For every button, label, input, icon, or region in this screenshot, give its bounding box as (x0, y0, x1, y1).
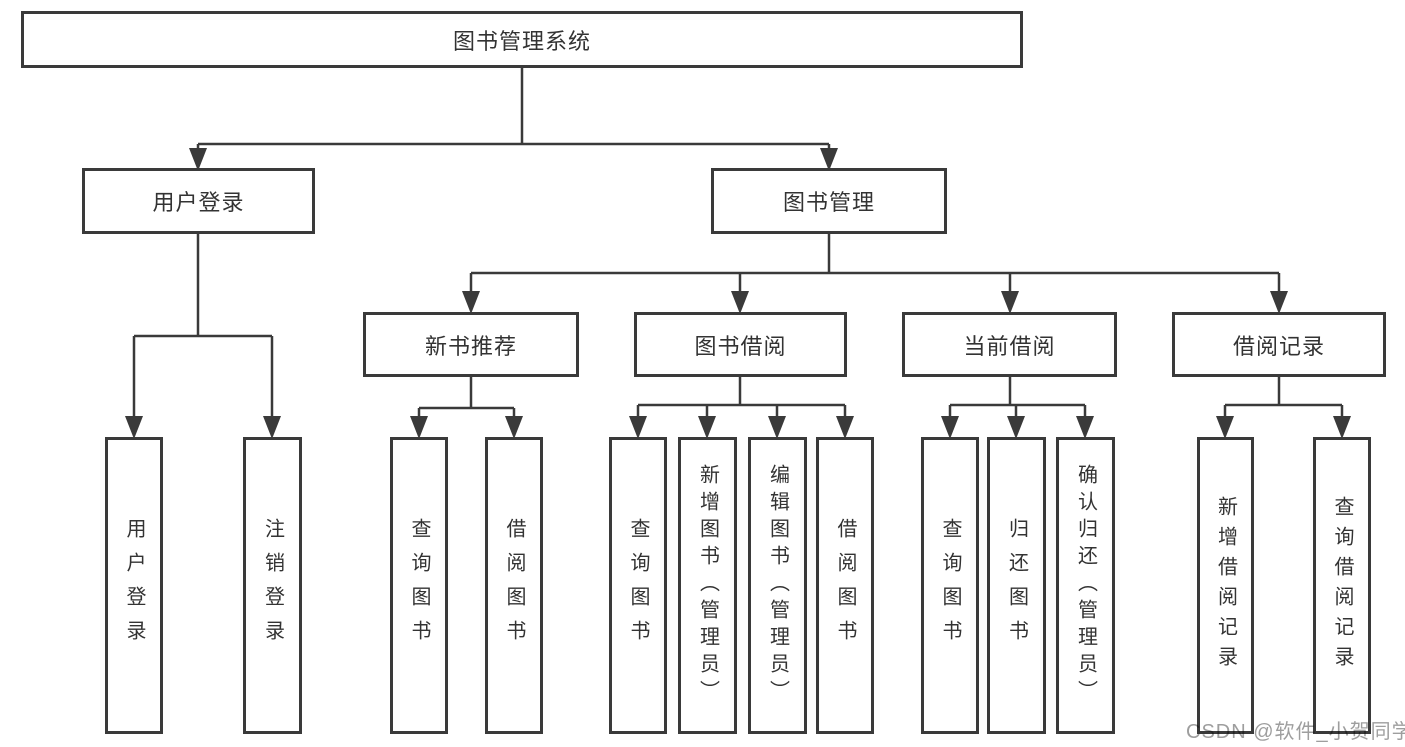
watermark-text: CSDN @软件_小贺同学 (1186, 721, 1405, 743)
leaf-borrow-books: 借阅图书 (816, 437, 874, 734)
node-new-book-recommend: 新书推荐 (363, 312, 579, 377)
leaf-return-books: 归还图书 (987, 437, 1046, 734)
node-book-borrow: 图书借阅 (634, 312, 847, 377)
leaf-confirm-return-admin: 确认归还（管理员） (1056, 437, 1115, 734)
node-root-system: 图书管理系统 (21, 11, 1023, 68)
leaf-query-books-borrow: 查询图书 (609, 437, 667, 734)
leaf-add-borrow-record: 新增借阅记录 (1197, 437, 1254, 734)
arrowheads (125, 148, 1351, 439)
node-user-login: 用户登录 (82, 168, 315, 234)
leaf-query-borrow-record: 查询借阅记录 (1313, 437, 1371, 734)
node-book-management: 图书管理 (711, 168, 947, 234)
leaf-edit-book-admin: 编辑图书（管理员） (748, 437, 807, 734)
leaf-query-books-current: 查询图书 (921, 437, 979, 734)
leaf-query-books-recommend: 查询图书 (390, 437, 448, 734)
leaf-user-login: 用户登录 (105, 437, 163, 734)
leaf-logout: 注销登录 (243, 437, 302, 734)
leaf-add-book-admin: 新增图书（管理员） (678, 437, 737, 734)
leaf-borrow-books-recommend: 借阅图书 (485, 437, 543, 734)
node-borrow-records: 借阅记录 (1172, 312, 1386, 377)
node-current-borrow: 当前借阅 (902, 312, 1117, 377)
